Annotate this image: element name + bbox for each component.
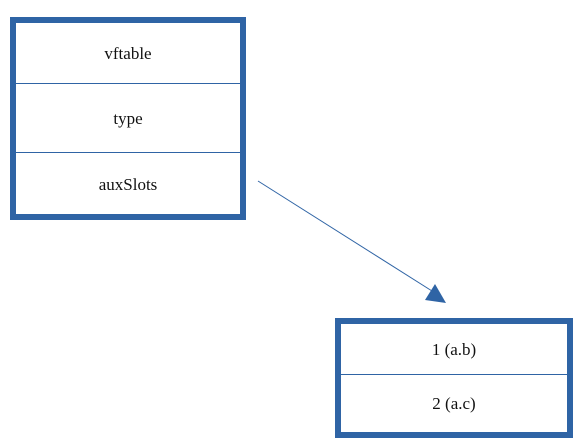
- auxslots-field: auxSlots: [98, 174, 158, 194]
- object-layout-box: vftable type auxSlots: [10, 17, 246, 220]
- aux-slots-box: 1 (a.b) 2 (a.c): [335, 318, 573, 438]
- arrow-line: [257, 180, 433, 292]
- slot-divider: [341, 374, 567, 375]
- type-field: type: [113, 108, 143, 128]
- arrow-head: [425, 284, 446, 303]
- field-divider: [16, 83, 240, 84]
- aux-slot-entry: 1 (a.b): [431, 339, 477, 359]
- aux-slot-entry: 2 (a.c): [432, 394, 476, 413]
- field-divider: [16, 152, 240, 153]
- vftable-field: vftable: [104, 43, 152, 63]
